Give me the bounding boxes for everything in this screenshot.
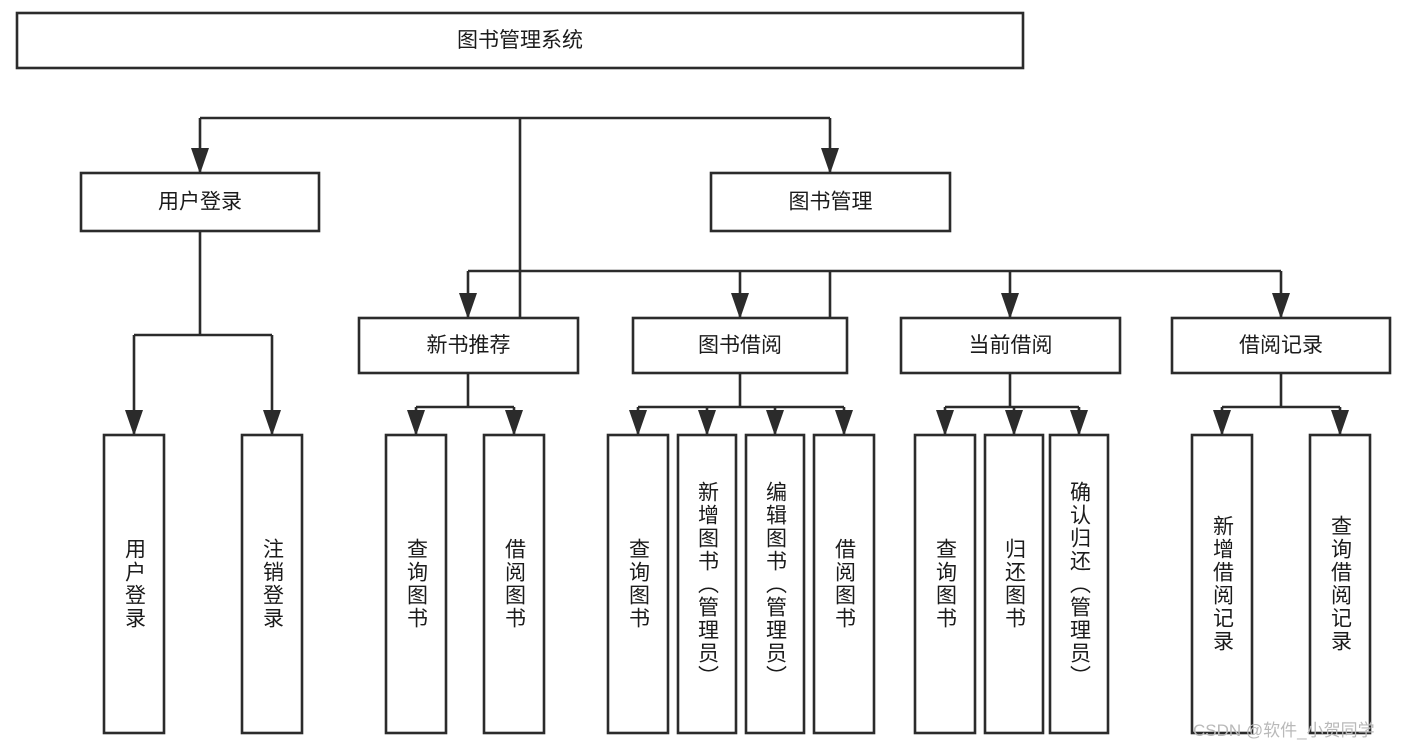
level2-node-box[interactable] — [79, 171, 321, 233]
leaf-node-box[interactable] — [812, 433, 876, 735]
leaf-node-box[interactable] — [1190, 433, 1254, 735]
leaf-node-box[interactable] — [1048, 433, 1110, 735]
leaf-node-box[interactable] — [384, 433, 448, 735]
arrow-head-icon — [835, 410, 853, 436]
arrow-head-icon — [459, 293, 477, 319]
arrow-head-icon — [1272, 293, 1290, 319]
csdn-watermark: CSDN @软件_小贺同学 — [1193, 721, 1375, 740]
leaf-node-box[interactable] — [606, 433, 670, 735]
arrow-head-icon — [1213, 410, 1231, 436]
root-node-label: 图书管理系统 — [457, 29, 583, 52]
arrow-head-icon — [125, 410, 143, 436]
level2-node-label: 用户登录 — [158, 191, 242, 214]
level2-node-label: 图书管理 — [789, 191, 873, 214]
connector-layer — [125, 116, 1349, 436]
leaf-node-box[interactable] — [913, 433, 977, 735]
level3-node-box[interactable] — [1170, 316, 1392, 375]
arrow-head-icon — [936, 410, 954, 436]
leaf-node-box[interactable] — [744, 433, 806, 735]
arrow-head-icon — [766, 410, 784, 436]
arrow-head-icon — [263, 410, 281, 436]
level3-node-label: 借阅记录 — [1239, 334, 1323, 357]
level3-node-box[interactable] — [899, 316, 1122, 375]
leaf-node-box[interactable] — [983, 433, 1045, 735]
arrow-head-icon — [1005, 410, 1023, 436]
level3-node-box[interactable] — [357, 316, 580, 375]
arrow-head-icon — [629, 410, 647, 436]
level2-node-box[interactable] — [709, 171, 952, 233]
leaf-node-box[interactable] — [1308, 433, 1372, 735]
arrow-head-icon — [407, 410, 425, 436]
root-node-box[interactable] — [15, 11, 1025, 70]
level3-node-label: 当前借阅 — [969, 334, 1053, 357]
arrow-head-icon — [1070, 410, 1088, 436]
level3-node-label: 图书借阅 — [698, 334, 782, 357]
arrow-head-icon — [505, 410, 523, 436]
arrow-head-icon — [698, 410, 716, 436]
arrow-head-icon — [821, 148, 839, 174]
arrow-head-icon — [1331, 410, 1349, 436]
leaf-node-box[interactable] — [102, 433, 166, 735]
leaf-node-box[interactable] — [482, 433, 546, 735]
leaf-node-box[interactable] — [240, 433, 304, 735]
arrow-head-icon — [731, 293, 749, 319]
level3-node-label: 新书推荐 — [427, 334, 511, 357]
node-box-layer — [15, 11, 1392, 735]
arrow-head-icon — [191, 148, 209, 174]
leaf-node-box[interactable] — [676, 433, 738, 735]
arrow-head-icon — [1001, 293, 1019, 319]
level3-node-box[interactable] — [631, 316, 849, 375]
